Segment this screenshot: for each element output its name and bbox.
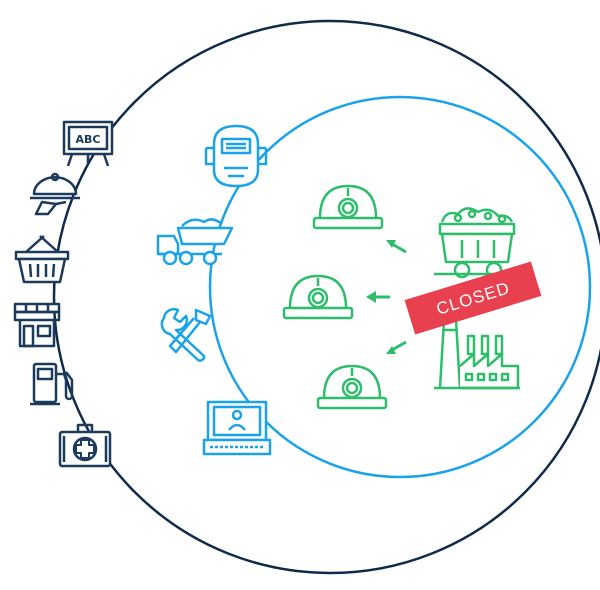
tools-icon (160, 307, 212, 362)
arrow-icon (386, 240, 407, 254)
welding-mask-icon (204, 124, 268, 188)
medical-kit-icon (58, 423, 112, 468)
school-chalkboard-icon: ABC (62, 120, 114, 167)
mine-facility-icon (434, 318, 520, 390)
gas-pump-icon (30, 362, 74, 406)
food-service-icon (30, 172, 80, 216)
computer-icon (202, 400, 272, 456)
inner-supplier-ring (208, 95, 592, 479)
closed-sign: CLOSED (404, 261, 542, 335)
shopping-basket-icon (14, 235, 70, 284)
storefront-icon (13, 302, 61, 348)
dump-truck-icon (156, 218, 234, 266)
miner-helmet-icon (316, 364, 388, 410)
miner-helmet-icon (312, 184, 384, 230)
chalkboard-label: ABC (76, 133, 101, 146)
mine-cart-icon (434, 207, 520, 279)
arrow-icon (366, 291, 390, 303)
outer-community-ring (52, 19, 600, 575)
miner-helmet-icon (282, 274, 354, 320)
arrow-icon (386, 340, 407, 354)
